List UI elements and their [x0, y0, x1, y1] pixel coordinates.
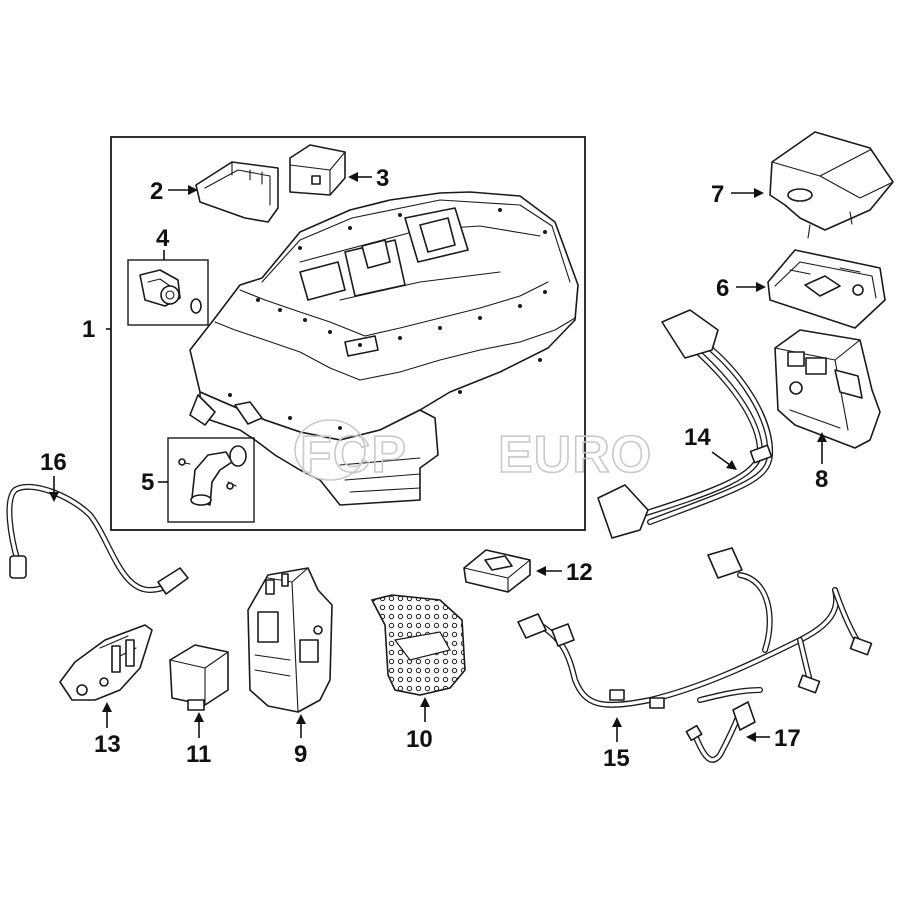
- part-17-sensor-lead[interactable]: [685, 701, 756, 763]
- callout-number: 14: [684, 424, 711, 451]
- callout-9[interactable]: 9: [294, 714, 307, 768]
- assembly-frame: [110, 136, 586, 531]
- part-11-ecu[interactable]: [169, 644, 229, 711]
- part-12-module[interactable]: [463, 549, 531, 593]
- callout-15[interactable]: 15: [603, 717, 630, 772]
- part-9-control-unit[interactable]: [247, 567, 333, 713]
- part-7-cover[interactable]: [769, 131, 894, 239]
- watermark-brand-a: FCP: [300, 426, 407, 484]
- part-13-bracket[interactable]: [59, 624, 153, 701]
- part-16-sensor-cable[interactable]: [6, 483, 189, 595]
- callout-2[interactable]: 2: [150, 178, 198, 205]
- part-14-harness[interactable]: [597, 309, 774, 539]
- part-3-relay-module[interactable]: [289, 144, 346, 196]
- callout-number: 5: [141, 469, 154, 496]
- part-6-control-board[interactable]: [767, 249, 886, 329]
- callout-5[interactable]: 5: [141, 469, 168, 496]
- callout-8[interactable]: 8: [815, 432, 828, 493]
- callout-7[interactable]: 7: [711, 181, 764, 208]
- callout-number: 8: [815, 466, 828, 493]
- watermark: FCP EURO: [294, 419, 652, 485]
- callout-number: 15: [603, 745, 630, 772]
- callout-number: 12: [566, 559, 593, 586]
- part-15-wiring-harness[interactable]: [517, 547, 873, 709]
- callout-16[interactable]: 16: [40, 449, 67, 502]
- callout-4[interactable]: 4: [156, 225, 170, 260]
- callout-1[interactable]: 1: [82, 316, 111, 343]
- callout-3[interactable]: 3: [348, 165, 389, 192]
- callout-number: 11: [186, 741, 211, 768]
- part-5-coolant-fitting[interactable]: [167, 437, 255, 523]
- callout-number: 3: [376, 165, 389, 192]
- part-2-bracket[interactable]: [195, 161, 279, 223]
- callout-number: 7: [711, 181, 724, 208]
- callout-number: 10: [406, 726, 433, 753]
- callout-13[interactable]: 13: [94, 702, 121, 758]
- part-1-inverter-module[interactable]: [189, 191, 579, 506]
- callout-number: 16: [40, 449, 67, 476]
- callout-number: 17: [774, 725, 801, 752]
- callout-number: 4: [156, 225, 170, 252]
- callout-number: 13: [94, 731, 121, 758]
- watermark-brand-b: EURO: [498, 426, 652, 484]
- callout-number: 9: [294, 741, 307, 768]
- callout-number: 2: [150, 178, 163, 205]
- callout-11[interactable]: 11: [186, 712, 211, 768]
- callout-17[interactable]: 17: [746, 725, 801, 752]
- callout-number: 6: [716, 275, 729, 302]
- part-8-junction-box[interactable]: [774, 329, 881, 449]
- callout-number: 1: [82, 316, 95, 343]
- part-4-valve[interactable]: [127, 259, 209, 326]
- part-10-heat-shield[interactable]: [370, 594, 466, 696]
- callout-14[interactable]: 14: [684, 424, 737, 470]
- callout-6[interactable]: 6: [716, 275, 766, 302]
- callout-12[interactable]: 12: [536, 559, 593, 586]
- callout-10[interactable]: 10: [406, 697, 433, 753]
